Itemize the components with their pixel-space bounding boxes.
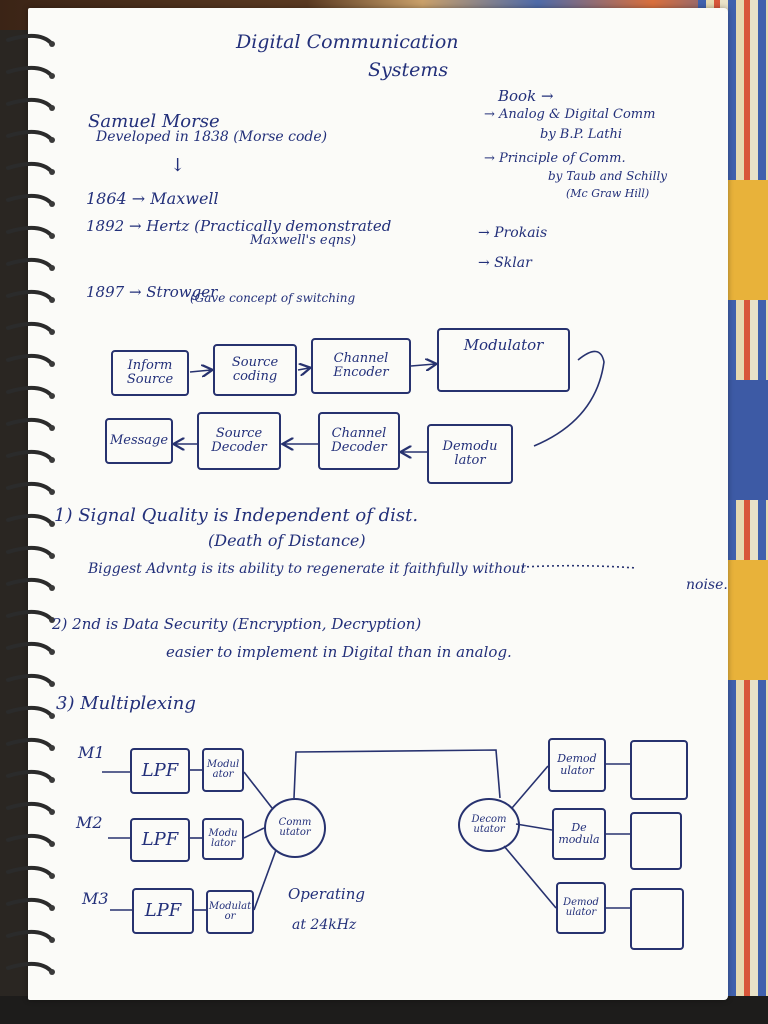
output-block-3: [630, 888, 684, 950]
history-hertz: 1892 → Hertz (Practically demonstrated: [86, 217, 392, 235]
mux-m2: M2: [76, 813, 103, 832]
point-1-sub: (Death of Distance): [208, 531, 366, 550]
modulator-block: Modulator: [437, 328, 570, 392]
book-1-author: by B.P. Lathi: [540, 127, 622, 142]
point-2-sub: easier to implement in Digital than in a…: [166, 643, 512, 661]
history-strowger: 1897 → Strowger: [86, 283, 218, 301]
mux-m1: M1: [78, 743, 105, 762]
output-block-2: [630, 812, 682, 870]
background-bottom: [0, 996, 768, 1024]
demodulator-block: Demodu lator: [427, 424, 513, 484]
demodulator-block-3: Demod ulator: [556, 882, 606, 934]
modulator-block-1: Modul ator: [202, 748, 244, 792]
channel-decoder-block: Channel Decoder: [318, 412, 400, 470]
history-arrow: ↓: [170, 155, 186, 176]
frequency-label: at 24kHz: [292, 917, 357, 933]
page-title-line1: Digital Communication: [236, 31, 459, 53]
channel-encoder-block: Channel Encoder: [311, 338, 411, 394]
lpf-block-1: LPF: [130, 748, 190, 794]
book-1: → Analog & Digital Comm: [484, 107, 656, 122]
point-1-noise: noise.: [686, 577, 728, 593]
lpf-block-2: LPF: [130, 818, 190, 862]
point-2: 2) 2nd is Data Security (Encryption, Dec…: [52, 615, 422, 633]
source-coding-block: Source coding: [213, 344, 297, 396]
books-heading: Book →: [498, 87, 554, 105]
history-strowger-2: (Gave concept of switching: [190, 291, 356, 305]
demodulator-block-1: Demod ulator: [548, 738, 606, 792]
operating-label: Operating: [288, 885, 365, 903]
book-3: → Prokais: [478, 225, 548, 241]
book-4: → Sklar: [478, 255, 532, 271]
demodulator-block-2: De modula: [552, 808, 606, 860]
history-maxwell: 1864 → Maxwell: [86, 189, 219, 208]
modulator-block-3: Modulat or: [206, 890, 254, 934]
point-1-advantage: Biggest Advntg is its ability to regener…: [88, 561, 527, 577]
point-1: 1) Signal Quality is Independent of dist…: [54, 505, 419, 526]
mux-m3: M3: [82, 889, 109, 908]
history-morse-dev: Developed in 1838 (Morse code): [96, 129, 328, 145]
commutator-circle: Comm utator: [264, 798, 326, 858]
history-morse: Samuel Morse: [88, 111, 220, 132]
page-title-line2: Systems: [368, 59, 449, 81]
decommutator-circle: Decom utator: [458, 798, 520, 852]
output-block-1: [630, 740, 688, 800]
modulator-block-2: Modu lator: [202, 818, 244, 860]
message-block: Message: [105, 418, 173, 464]
book-2-publisher: (Mc Graw Hill): [566, 187, 650, 200]
point-3: 3) Multiplexing: [56, 693, 196, 714]
spiral-binding: [6, 33, 55, 975]
book-2: → Principle of Comm.: [484, 151, 626, 166]
history-hertz-2: Maxwell's eqns): [250, 233, 357, 248]
info-source-block: Inform Source: [111, 350, 189, 396]
book-2-author: by Taub and Schilly: [548, 169, 668, 183]
source-decoder-block: Source Decoder: [197, 412, 281, 470]
lpf-block-3: LPF: [132, 888, 194, 934]
